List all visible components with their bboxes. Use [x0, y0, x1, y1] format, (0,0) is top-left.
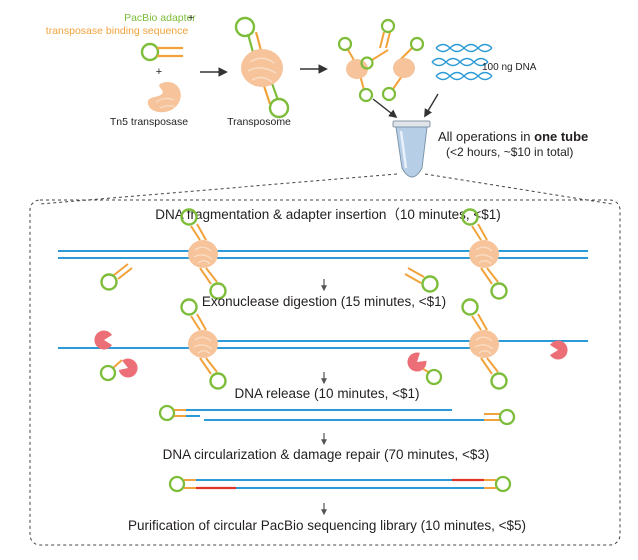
one-tube-prefix: All operations in [438, 129, 534, 144]
callout-line-right [424, 173, 613, 205]
adapter-icon [140, 42, 183, 62]
exonuclease-icon-1 [94, 330, 112, 350]
step-1-free-adapter-left [100, 263, 133, 291]
plus-sign: + [156, 66, 162, 78]
one-tube-bold: one tube [534, 129, 588, 144]
tn5-transposase-icon [147, 81, 181, 113]
adapter-plus: + [188, 12, 194, 24]
step-4-title: DNA circularization & damage repair (70 … [163, 447, 490, 462]
arrow-dna-to-tube [424, 93, 439, 118]
callout-line-left [39, 173, 398, 205]
transposome-icon [234, 16, 290, 119]
step-3-title: DNA release (10 minutes, <$1) [235, 386, 420, 401]
workflow-box [29, 199, 621, 546]
step-2-digested-adapter-right [403, 349, 443, 386]
step-1-free-adapter-right [404, 267, 439, 293]
one-tube-title: All operations in one tube [438, 129, 588, 144]
dna-helix-icon [431, 43, 493, 81]
step-1-insertion-right [463, 210, 507, 299]
adapter-label: PacBio adapter [124, 12, 196, 24]
tn5-label: Tn5 transposase [110, 116, 188, 128]
step-3-released-dna [158, 404, 516, 426]
one-tube-subtitle: (<2 hours, ~$10 in total) [446, 145, 573, 159]
step-1-insertion-left [182, 210, 226, 299]
binding-sequence-label: transposase binding sequence [46, 25, 189, 37]
step-5-title: Purification of circular PacBio sequenci… [128, 518, 526, 533]
step-2-digested-adapter-left [99, 356, 141, 382]
tube-icon [392, 120, 431, 178]
dna-amount-label: 100 ng DNA [482, 62, 537, 73]
transposome-mix [337, 18, 425, 103]
step-2-insertion-left [182, 300, 226, 389]
step-2-title: Exonuclease digestion (15 minutes, <$1) [202, 294, 446, 309]
transposome-label: Transposome [227, 116, 291, 128]
step-4-circular-dna [168, 475, 512, 493]
step-1-dna [58, 250, 588, 259]
exonuclease-icon-2 [550, 340, 568, 360]
arrow-mix-to-tube [372, 98, 398, 119]
step-2-insertion-right [463, 300, 507, 389]
step-1-title: DNA fragmentation & adapter insertion（10… [155, 207, 501, 222]
step-2-dna [58, 340, 588, 349]
